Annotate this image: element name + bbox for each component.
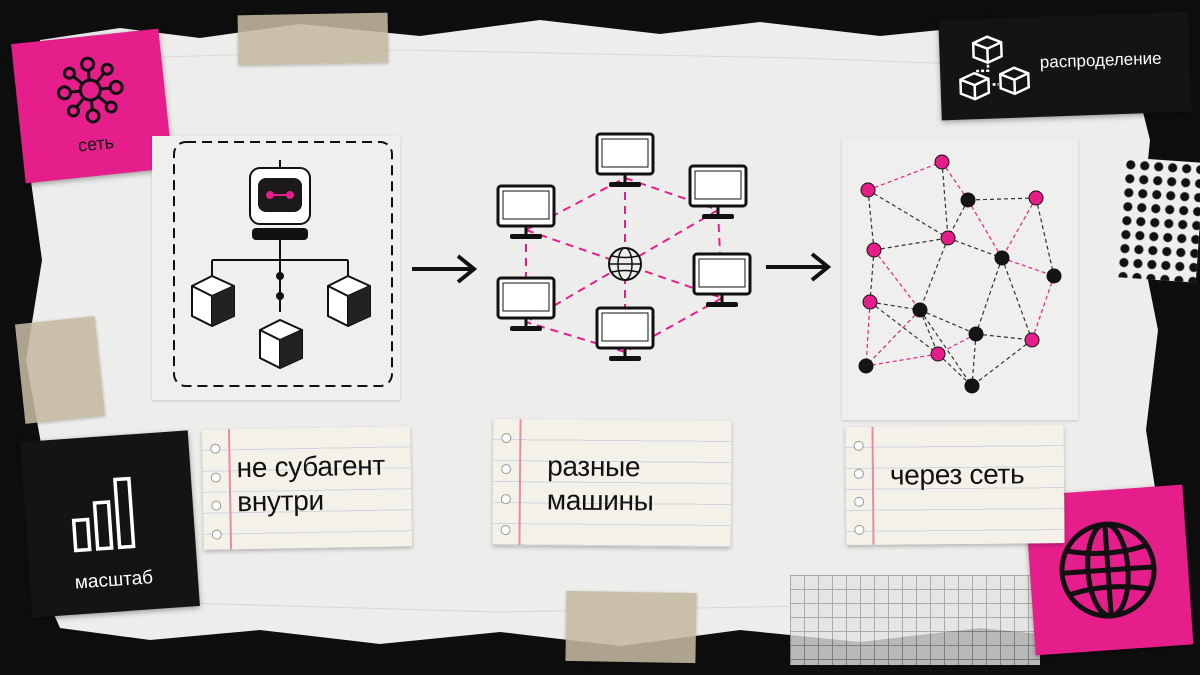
tree-connectors (211, 240, 349, 312)
mesh-link (975, 333, 1033, 341)
mesh-node (1046, 268, 1062, 284)
mesh-node (866, 242, 882, 258)
panel-subagent (152, 136, 400, 400)
mesh-node (860, 182, 876, 198)
network-icon (56, 56, 124, 124)
step-note-3: через сеть (845, 425, 1065, 545)
arrow-right-icon (412, 254, 478, 284)
tape-bottom (565, 590, 697, 664)
mesh-node (858, 358, 874, 374)
step-note-2: разные машины (492, 418, 732, 548)
mesh-link (971, 339, 1033, 387)
step-note-3-line-1: через сеть (889, 458, 1025, 491)
globe-sticker (1024, 484, 1194, 656)
mesh-link (869, 249, 875, 303)
mesh-link (967, 197, 1037, 201)
mesh-link (865, 309, 921, 367)
computer-icon (595, 306, 655, 361)
mesh-link (1031, 275, 1055, 341)
mesh-link (941, 161, 969, 201)
computer-icon (496, 276, 556, 331)
step-note-1-line-2: внутри (236, 484, 325, 518)
mesh-link (1001, 257, 1055, 277)
mesh-node (930, 346, 946, 362)
mesh-link (967, 199, 1003, 259)
boxes-icon (959, 35, 1030, 101)
cube-icon-center (259, 318, 303, 370)
step-note-1: не субагент внутри (201, 426, 413, 550)
network-sticker-label: сеть (76, 131, 115, 156)
mesh-node (1024, 332, 1040, 348)
mesh-node (1028, 190, 1044, 206)
grid-paper-scrap (790, 575, 1040, 665)
bars-icon (71, 476, 136, 553)
computer-icon (692, 252, 752, 307)
tape-left (14, 316, 106, 424)
mesh-link (1035, 197, 1055, 277)
mesh-link (947, 237, 1003, 259)
mesh-node (934, 154, 950, 170)
mesh-node (912, 302, 928, 318)
mesh-node (968, 326, 984, 342)
mesh-node (862, 294, 878, 310)
mesh-link (873, 249, 921, 311)
mesh-link (941, 161, 949, 239)
computer-icon (595, 132, 655, 187)
distribution-sticker: распроделение (938, 11, 1192, 121)
computer-icon (688, 164, 748, 219)
step-note-2-line-1: разные (547, 450, 641, 483)
globe-hub-icon (608, 247, 642, 281)
mesh-link (869, 301, 939, 355)
mesh-node (960, 192, 976, 208)
dashed-frame (173, 141, 393, 387)
mesh-link (919, 309, 977, 335)
mesh-link (975, 257, 1003, 335)
mesh-link (867, 189, 875, 251)
panel-through-network (842, 138, 1078, 420)
mesh-node (964, 378, 980, 394)
scale-sticker: масштаб (20, 430, 200, 618)
cube-icon-left (191, 274, 235, 328)
network-sticker: сеть (11, 28, 173, 184)
globe-icon (1059, 521, 1157, 619)
panel-machines (480, 120, 770, 420)
scale-sticker-label: масштаб (74, 567, 154, 594)
mesh-link (873, 237, 949, 251)
mesh-link (1001, 257, 1033, 341)
mesh-link (867, 189, 949, 239)
dotted-scrap (1115, 157, 1200, 283)
tape-top (237, 12, 389, 66)
mesh-link (865, 353, 939, 367)
mesh-node (940, 230, 956, 246)
mesh-link (919, 309, 939, 355)
mesh-link (919, 237, 949, 311)
mesh-link (919, 309, 973, 387)
robot-icon (249, 160, 311, 240)
arrow-right-icon (766, 252, 832, 282)
step-note-2-line-2: машины (546, 484, 654, 517)
mesh-link (1001, 197, 1037, 259)
cube-icon-right (327, 274, 371, 328)
mesh-link (971, 333, 977, 387)
step-note-1-line-1: не субагент (236, 449, 386, 484)
computer-icon (496, 184, 556, 239)
distribution-sticker-label: распроделение (1039, 48, 1162, 72)
mesh-link (869, 301, 921, 311)
mesh-link (865, 301, 871, 367)
mesh-link (937, 353, 973, 387)
mesh-link (867, 161, 943, 191)
mesh-node (994, 250, 1010, 266)
